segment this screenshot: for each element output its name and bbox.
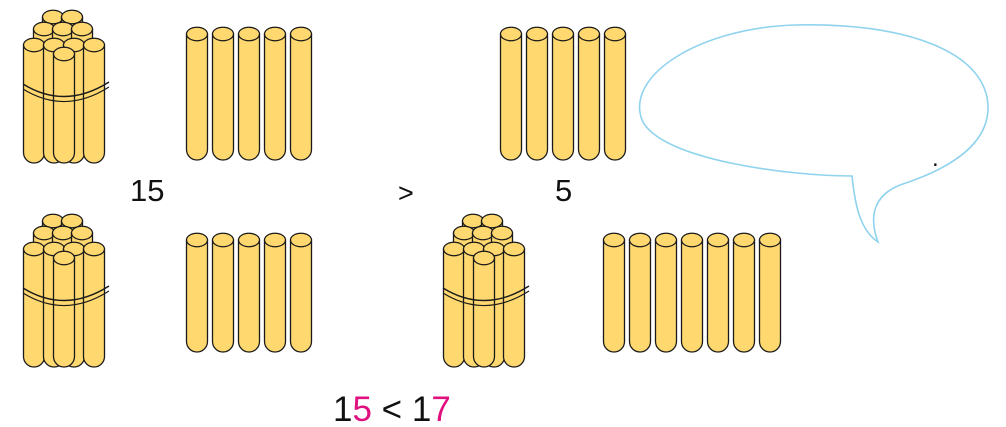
loose-stick [553,27,574,160]
bundle-stick [504,242,525,367]
bundle-stick [84,242,105,367]
loose-stick [527,27,548,160]
bundle-of-ten-row2-right [443,214,529,367]
row1-operator: > [398,180,414,207]
loose-stick [265,233,286,352]
bundle-stick [54,251,75,367]
loose-stick [213,233,234,352]
loose-stick [291,233,312,352]
bundle-stick [474,251,495,367]
loose-sticks-row2-right [604,233,781,352]
bundle-of-ten-row2-left [23,214,109,367]
loose-stick [501,27,522,160]
loose-sticks-row2-left [187,233,312,352]
speech-bubble [640,25,988,242]
speech-bubble-outline [640,25,988,242]
bundle-stick [54,47,75,163]
loose-stick [213,27,234,160]
loose-stick [682,233,703,352]
loose-stick [187,233,208,352]
loose-stick [760,233,781,352]
loose-stick [239,27,260,160]
row2-left-tens: 1 [333,390,352,427]
bundle-stick [24,38,45,163]
loose-stick [605,27,626,160]
loose-stick [656,233,677,352]
bundle-stick [84,38,105,163]
bundle-stick [24,242,45,367]
loose-sticks-row1-left [187,27,312,160]
row1-left-number: 15 [130,175,164,206]
row2-left-ones: 5 [352,390,371,427]
row1-right-number: 5 [555,175,572,206]
row2-right-ones: 7 [431,390,450,427]
loose-stick [604,233,625,352]
speech-bubble-text: . [932,147,939,171]
loose-sticks-row1-right [501,27,626,160]
loose-stick [579,27,600,160]
bundle-of-ten-row1-left [23,10,109,163]
loose-stick [239,233,260,352]
row2-operator: < [382,390,402,427]
row2-right-tens: 1 [412,390,431,427]
row2-comparison: 15 < 17 [333,392,451,427]
loose-stick [265,27,286,160]
bundle-stick [444,242,465,367]
loose-stick [708,233,729,352]
loose-stick [187,27,208,160]
loose-stick [291,27,312,160]
loose-stick [630,233,651,352]
loose-stick [734,233,755,352]
